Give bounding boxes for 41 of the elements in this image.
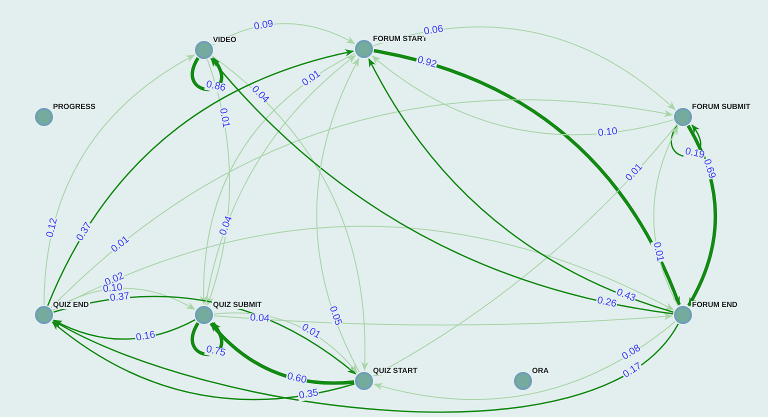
transition-arrow: [212, 55, 368, 371]
edge-label: 0.86: [204, 80, 227, 94]
transition-arrow: [210, 58, 674, 314]
transition-arrow: [52, 320, 679, 413]
transition-arrow: [50, 100, 674, 308]
transition-arrow: [374, 320, 676, 400]
state-node: [35, 306, 53, 324]
state-node: [355, 40, 373, 58]
transition-arrow: [670, 124, 702, 158]
edge-label: 0.09: [252, 18, 276, 32]
transition-arrow: [52, 226, 674, 311]
state-node: [674, 306, 692, 324]
transition-arrow: [210, 322, 354, 385]
state-node: [195, 306, 213, 324]
transition-arrow: [206, 58, 230, 306]
transition-arrow: [653, 126, 679, 307]
state-node: [35, 108, 53, 126]
transition-arrow: [214, 312, 673, 326]
state-node: [195, 41, 213, 59]
transition-arrow: [372, 56, 674, 136]
state-node: [514, 372, 532, 390]
edge-label: 0.19: [682, 146, 706, 162]
state-node: [355, 372, 373, 390]
transition-arrow: [47, 50, 354, 306]
edge-label: 0.35: [296, 388, 320, 402]
edge-label: 0.01: [650, 240, 666, 264]
state-node: [674, 108, 692, 126]
edge-label: 0.69: [700, 157, 716, 181]
edge-label: 0.06: [422, 24, 446, 38]
transition-arrow: [373, 26, 676, 110]
edge-label: 0.92: [414, 54, 438, 70]
transition-arrow: [44, 54, 196, 306]
transition-arrow: [190, 57, 224, 92]
transition-arrow: [213, 312, 358, 374]
transition-arrow: [52, 322, 355, 400]
transition-arrow: [686, 124, 718, 306]
transition-arrow: [372, 124, 678, 376]
edge-label: 0.26: [595, 295, 618, 310]
transition-arrow: [316, 58, 360, 373]
transition-arrow: [190, 322, 224, 356]
transition-arrow: [52, 319, 196, 340]
